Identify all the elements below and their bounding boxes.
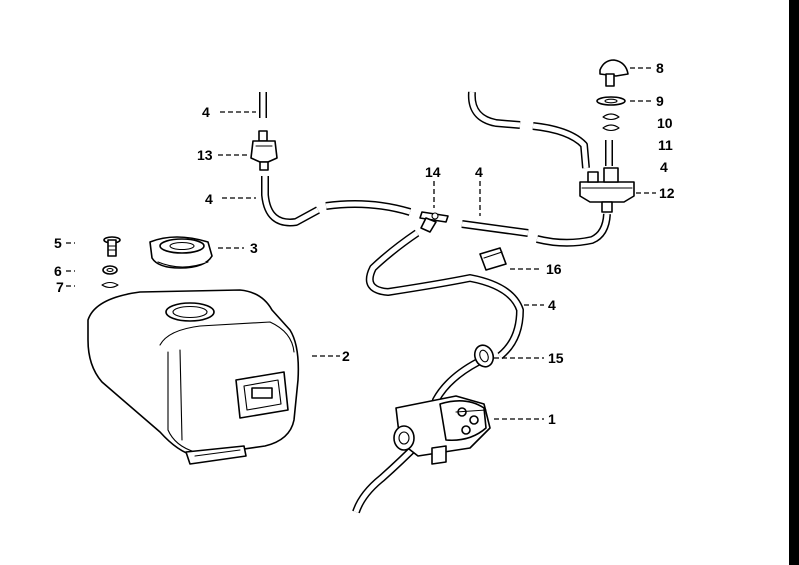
callout-15: 15 <box>548 350 564 366</box>
callout-12: 12 <box>659 185 675 201</box>
callout-5: 5 <box>54 235 62 251</box>
callout-10: 10 <box>657 115 673 131</box>
hose-pump-outlet <box>352 439 423 514</box>
t-connector <box>419 211 449 233</box>
hose-right-lower <box>536 213 611 247</box>
washer-pump <box>393 395 491 465</box>
right-edge-bar <box>789 0 799 565</box>
seal-gasket <box>596 96 626 106</box>
callout-3: 3 <box>250 240 258 256</box>
callout-4-left: 4 <box>205 191 213 207</box>
callout-13: 13 <box>197 147 213 163</box>
callout-2: 2 <box>342 348 350 364</box>
callout-16: 16 <box>546 261 562 277</box>
hose-right-to-y-piece <box>461 220 529 237</box>
callout-4-mid: 4 <box>475 164 483 180</box>
check-valve-left <box>250 130 278 171</box>
hose-connector-to-pump <box>365 229 524 360</box>
spring-clip <box>101 281 119 289</box>
callout-11: 11 <box>658 137 673 153</box>
callout-leaders <box>66 67 656 420</box>
grommet <box>473 344 495 368</box>
callout-7: 7 <box>56 279 64 295</box>
reservoir-cap <box>149 236 213 269</box>
callout-4-top: 4 <box>202 104 210 120</box>
spring-washer <box>602 124 620 132</box>
hose-sleeve <box>479 247 507 271</box>
washer-reservoir <box>87 289 300 465</box>
hose-left-to-connector <box>325 200 412 216</box>
callout-6: 6 <box>54 263 62 279</box>
washer-jet-nozzle <box>599 59 629 87</box>
screw <box>103 236 121 257</box>
clip-ring <box>602 113 620 121</box>
callout-8: 8 <box>656 60 664 76</box>
callout-14: 14 <box>425 164 441 180</box>
hose-left-upper <box>261 176 320 227</box>
callout-4-right: 4 <box>660 159 668 175</box>
washer-nut <box>102 265 118 275</box>
hose-right-upper-loop <box>467 91 590 169</box>
callout-9: 9 <box>656 93 664 109</box>
check-valve-right <box>579 167 635 213</box>
callout-1: 1 <box>548 411 556 427</box>
callout-4-pump: 4 <box>548 297 556 313</box>
